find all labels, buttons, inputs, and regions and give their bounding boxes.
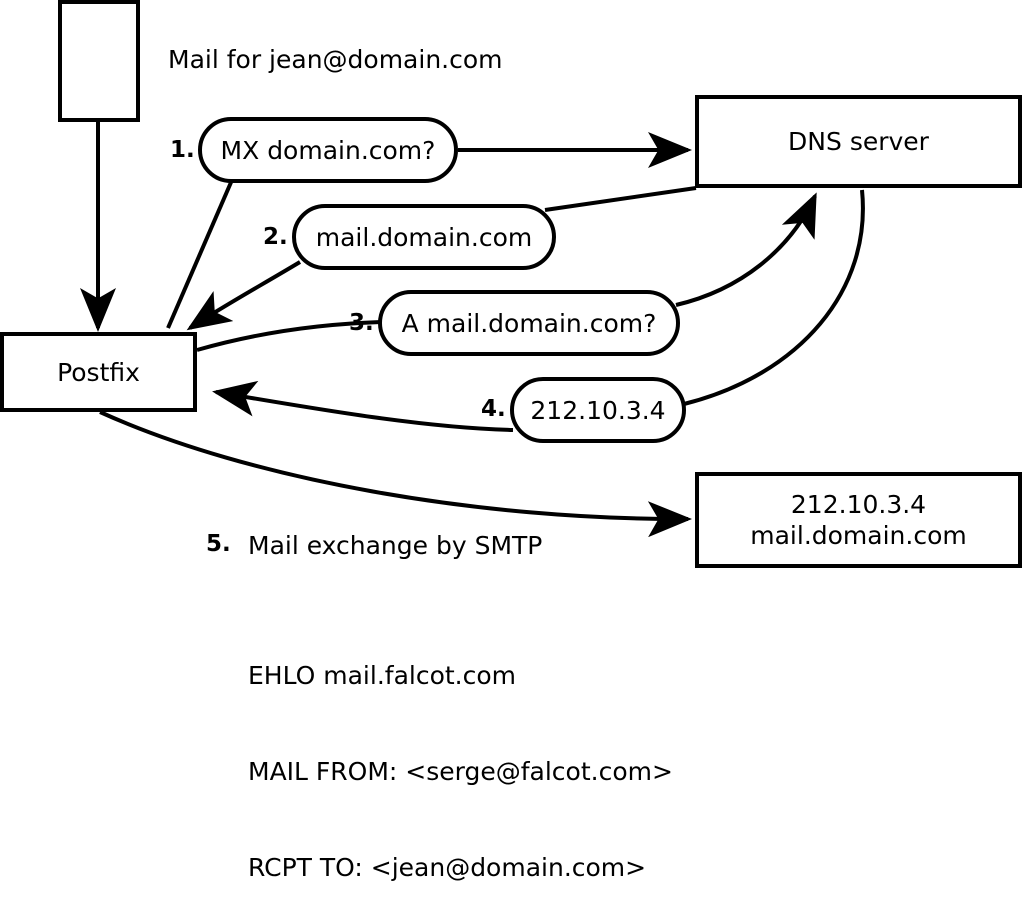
bubble-step-1: MX domain.com? [198,117,458,183]
transcript-line: MAIL FROM: <serge@falcot.com> [248,757,673,786]
node-postfix-label: Postfix [57,357,140,387]
smtp-transcript: EHLO mail.falcot.com MAIL FROM: <serge@f… [248,596,673,919]
bubble-step-3: A mail.domain.com? [378,290,680,356]
node-mail-server: 212.10.3.4 mail.domain.com [695,472,1022,568]
edge-bubble3-to-dns [675,192,817,307]
edge-postfix-to-bubble3 [196,320,382,352]
bubble-step-2-label: mail.domain.com [315,222,533,252]
step-number-3: 3. [349,310,374,336]
edge-bubble1-to-postfix [166,179,234,329]
edge-dns-to-bubble2 [544,186,697,212]
step-number-1: 1. [170,137,195,163]
bubble-step-4: 212.10.3.4 [510,377,686,443]
edge-bubble4-to-postfix [212,380,514,432]
edge-bubble2-to-postfix [186,260,302,331]
step-number-5: 5. [206,531,231,557]
step-number-4: 4. [481,396,506,422]
step-number-2: 2. [263,224,288,250]
edge-postfix-to-mailserver [99,410,692,538]
transcript-line: EHLO mail.falcot.com [248,661,517,690]
bubble-step-3-label: A mail.domain.com? [401,308,657,338]
node-dns-server: DNS server [695,95,1022,188]
step-5-label: Mail exchange by SMTP [248,531,543,560]
node-mail-server-host: mail.domain.com [750,521,967,550]
bubble-step-1-label: MX domain.com? [220,135,436,165]
node-sender [58,0,140,122]
edge-dns-to-bubble4 [683,189,865,406]
bubble-step-4-label: 212.10.3.4 [530,395,666,425]
node-mail-server-ip: 212.10.3.4 [790,489,927,519]
node-postfix: Postfix [0,332,197,412]
node-dns-server-label: DNS server [788,127,929,156]
transcript-line: RCPT TO: <jean@domain.com> [248,853,647,882]
bubble-step-2: mail.domain.com [292,204,556,270]
page-title: Mail for jean@domain.com [168,45,503,74]
